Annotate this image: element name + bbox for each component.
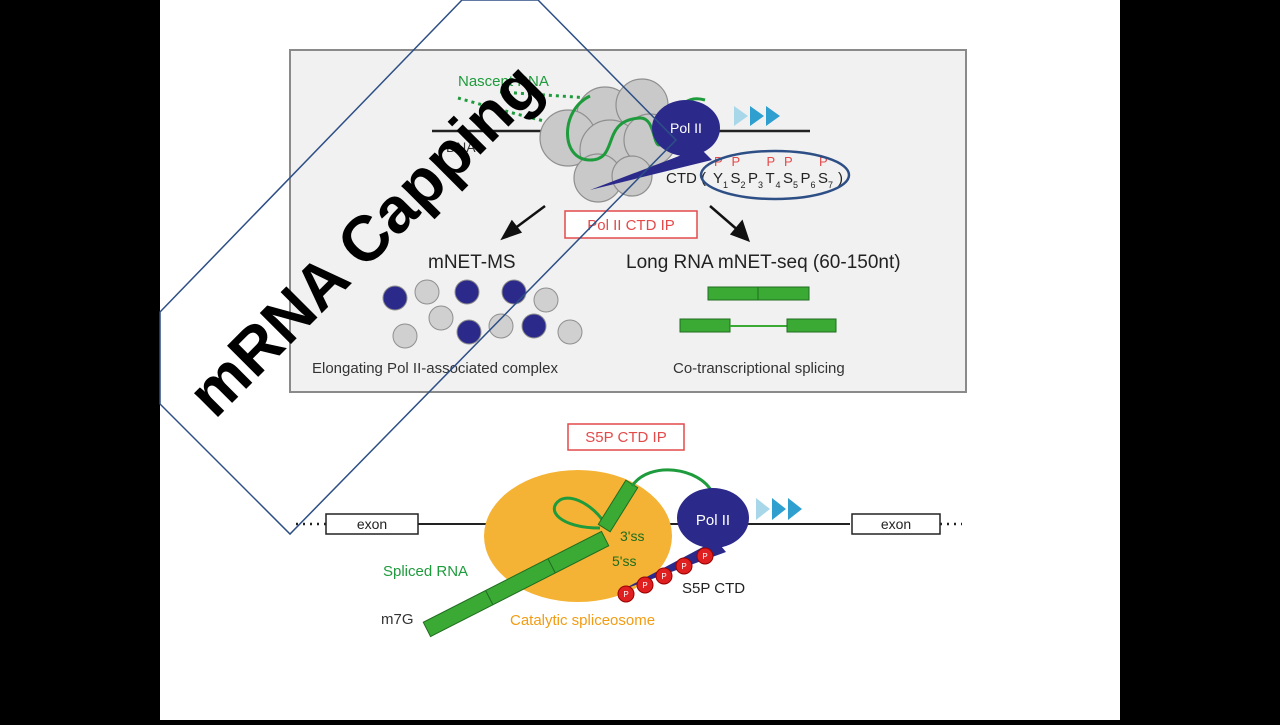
exon-left-box [325,513,419,535]
dna-label: DNA [446,139,476,155]
phospho-circle [696,547,714,565]
pol2-bottom [677,488,749,548]
direction-arrows-top [734,106,780,126]
associated-complex-dots [382,279,583,349]
co-transcriptional-splicing-caption: Co-transcriptional splicing [673,360,845,377]
pol2-ctd-tail [590,148,712,190]
ctd-residue-letter: S [731,170,741,187]
s5p-ctd-ip-label: S5P CTD IP [585,429,666,446]
ctd-phospho-mark: P [819,154,828,169]
nascent-rna-dotted-2 [499,90,591,100]
ctd-suffix: ) [838,170,843,187]
ctd-residue-subscript: 1 [723,180,728,190]
ctd-residue-letter: S [783,170,793,187]
left-letterbox [0,0,160,720]
ctd-phospho-mark: P [784,154,793,169]
s5p-ctd-ip-box [567,423,685,451]
ss5-label: 5'ss [612,553,636,569]
long-rna-mnet-seq-label: Long RNA mNET-seq (60-150nt) [626,252,901,273]
pol2-label-bottom: Pol II [696,512,730,529]
pol2-top [652,100,720,156]
branch-arrows [500,204,751,243]
spliced-rna-label: Spliced RNA [383,563,468,580]
phospho-circle [675,557,693,575]
ctd-phospho-mark: P [767,154,776,169]
right-letterbox [1120,0,1280,720]
ctd-residue-letter: T [766,170,775,187]
exon-left-label: exon [357,516,387,532]
phospho-letter: P [702,552,707,561]
ctd-residue-subscript: 6 [811,180,816,190]
mnet-ms-label: mNET-MS [428,252,516,273]
intron-lariat [552,496,607,530]
phospho-letter: P [681,562,686,571]
pol2-ctd-ip-label: Pol II CTD IP [587,217,675,234]
ctd-residue-letter: Y [713,170,723,187]
phospho-circle [636,576,654,594]
spliced-rna-exons [422,530,610,638]
ctd-residue-subscript: 5 [793,180,798,190]
phospho-letter: P [623,590,628,599]
ctd-residue-subscript: 7 [828,180,833,190]
s5p-phospho-groups: P P P P P [617,547,714,603]
ctd-phospho-mark: P [714,154,723,169]
direction-arrows-bottom [756,498,802,520]
s5p-ctd-label: S5P CTD [682,580,745,597]
elongating-complex-caption: Elongating Pol II-associated complex [312,360,558,377]
ctd-prefix: CTD ( [666,170,706,187]
phospho-letter: P [661,572,666,581]
pol2-label-top: Pol II [670,120,702,136]
catalytic-spliceosome-label: Catalytic spliceosome [510,612,655,629]
ctd-highlight-ellipse [699,149,851,201]
phospho-circle [617,585,635,603]
phospho-circle [655,567,673,585]
ctd-residue-subscript: 2 [741,180,746,190]
ctd-residue-letter: P [748,170,758,187]
exon-right-label: exon [881,516,911,532]
ctd-residue-letter: S [818,170,828,187]
exon-right-box [851,513,941,535]
ctd-residue-subscript: 4 [776,180,781,190]
ctd-residue-subscript: 3 [758,180,763,190]
m7g-label: m7G [381,611,414,628]
ctd-phospho-mark: P [732,154,741,169]
ctd-residue-letter: P [801,170,811,187]
spliced-rna-boxes [679,286,837,333]
overlay-diamond-frame [159,0,678,536]
nascent-rna-dotted [457,96,549,124]
phospho-letter: P [642,581,647,590]
nascent-rna-label: Nascent RNA [458,73,549,90]
ss3-label: 3'ss [620,528,644,544]
pol2-ctd-ip-box [564,210,698,239]
